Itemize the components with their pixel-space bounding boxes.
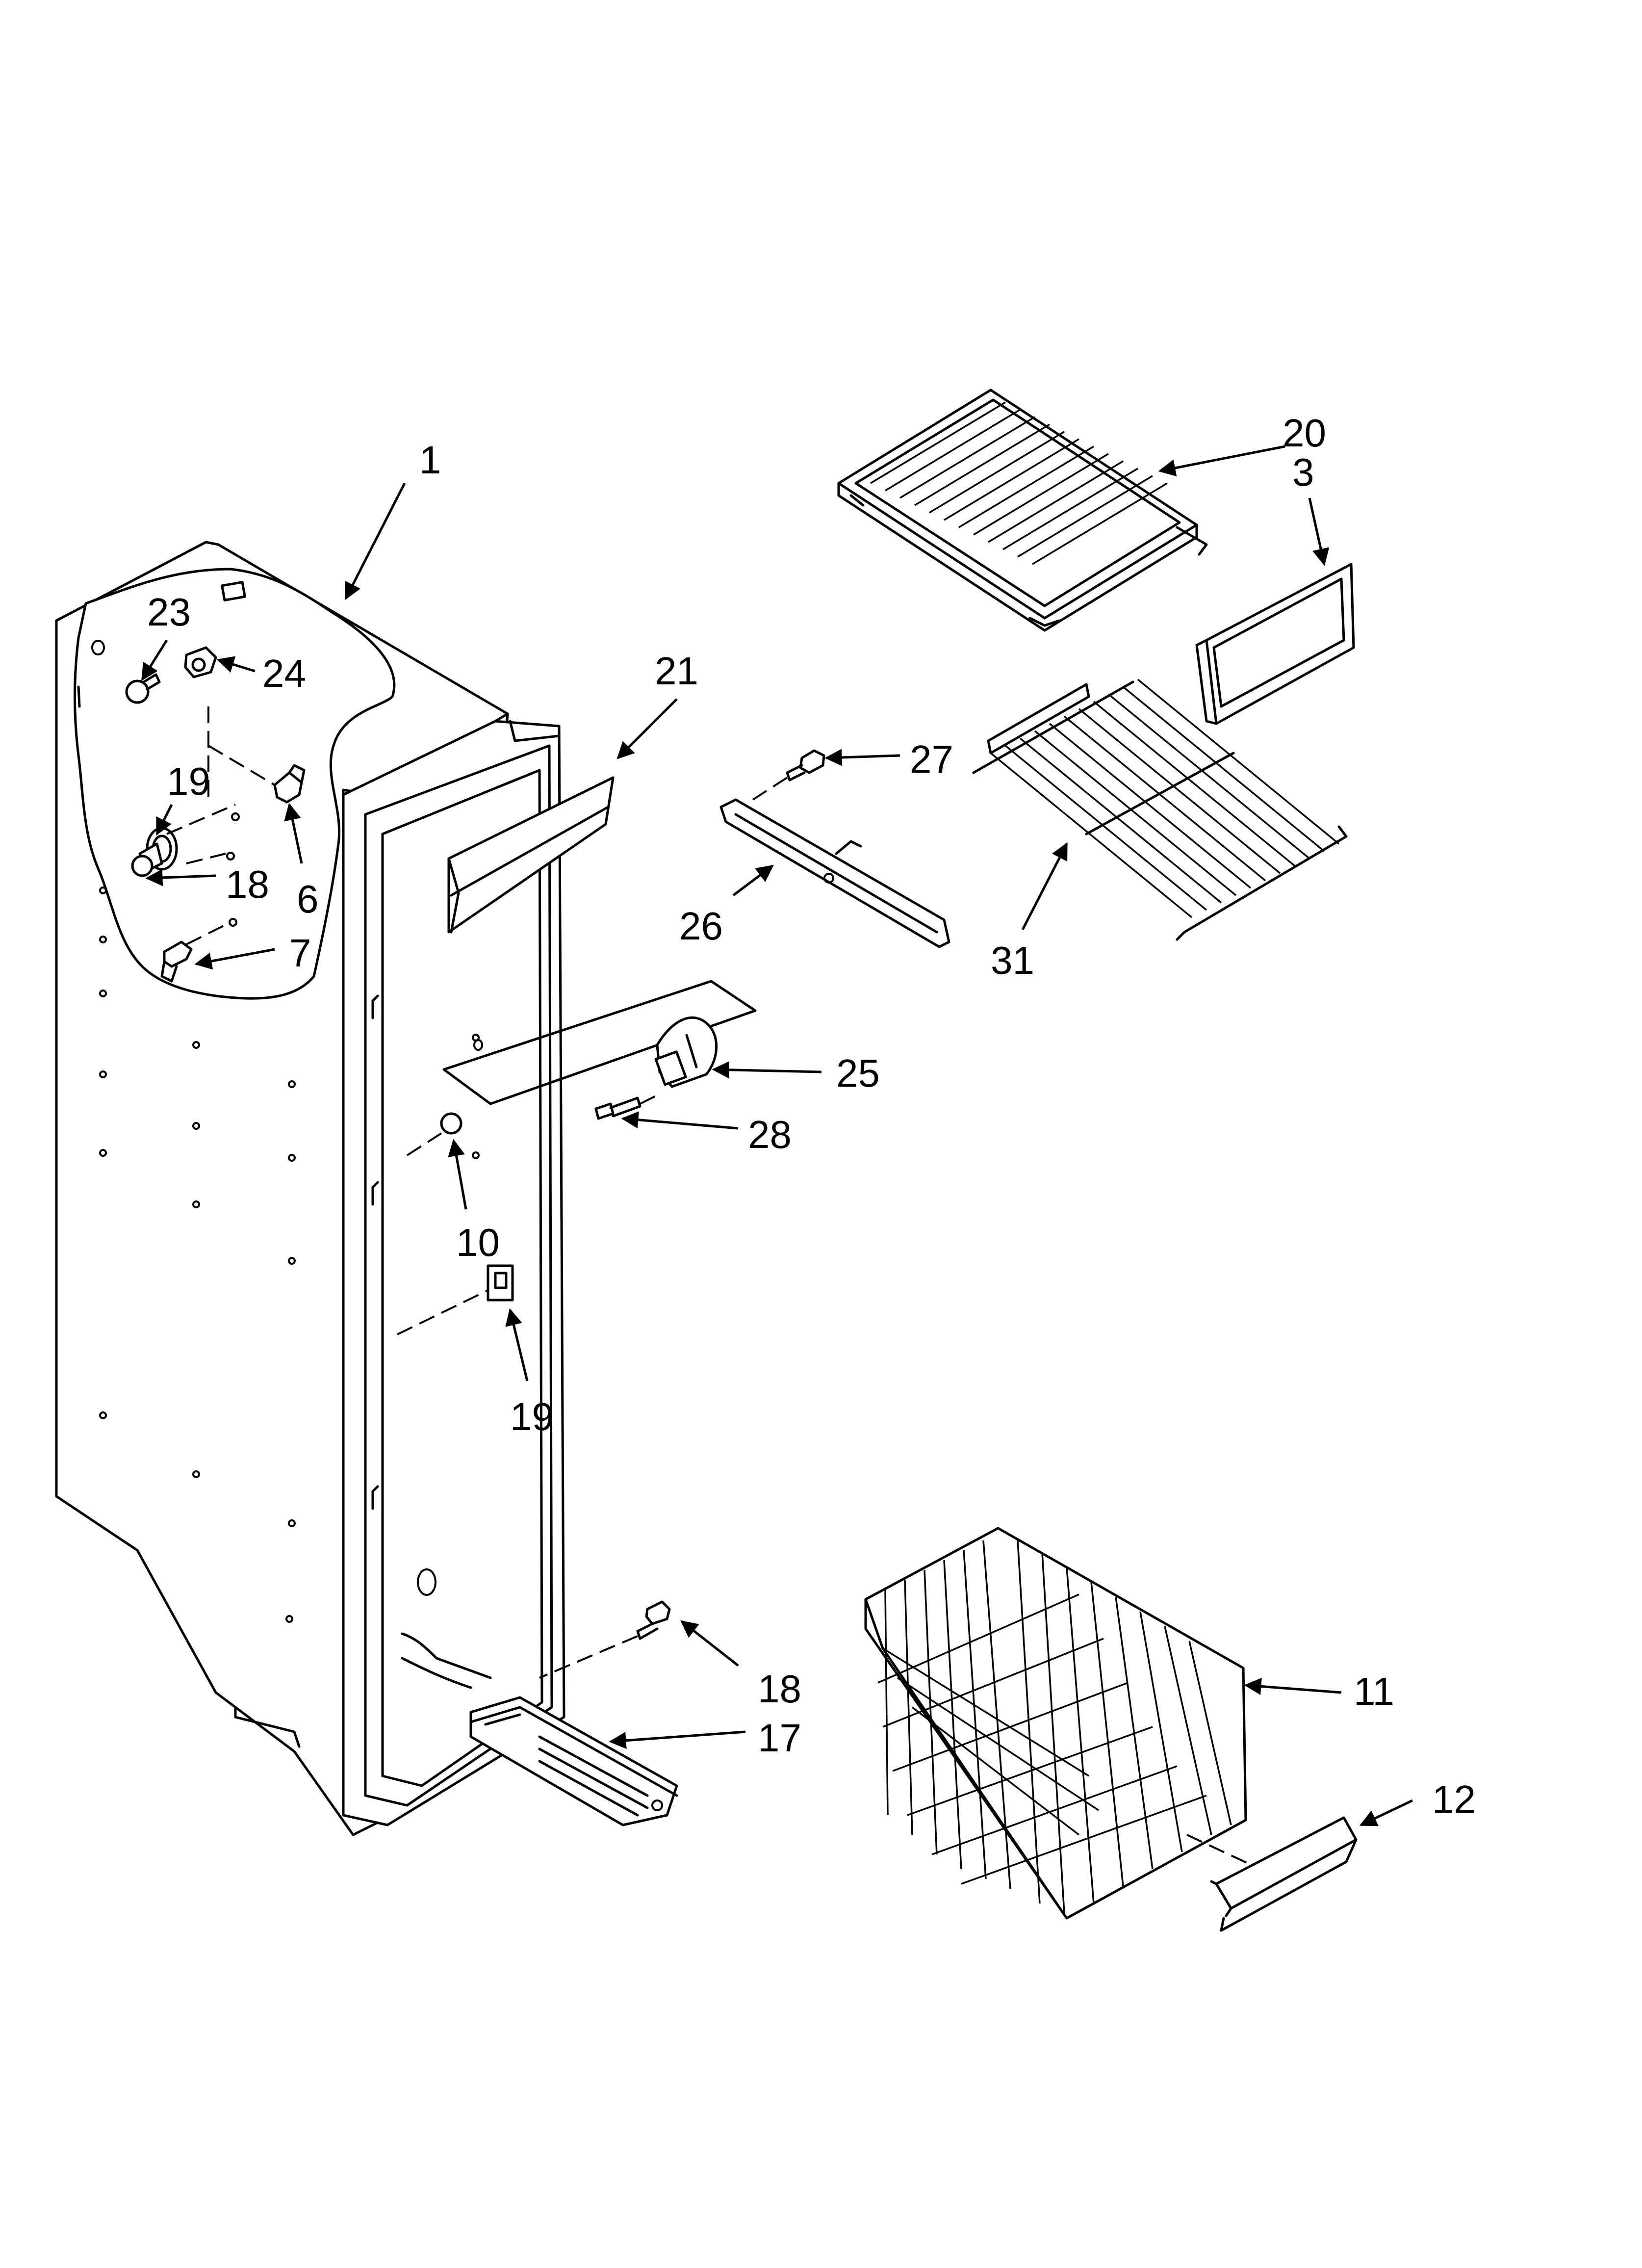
callout-29: 27 — [910, 737, 953, 781]
leader-lines — [141, 445, 1413, 1826]
callout-17: 17 — [758, 1716, 801, 1760]
part-24-diffuser — [447, 776, 615, 934]
callout-24: 21 — [655, 649, 698, 693]
part-27-thermostat — [442, 980, 757, 1105]
callout-6: 6 — [297, 877, 319, 921]
callout-21: 19 — [167, 759, 210, 803]
callout-30: 28 — [748, 1113, 792, 1156]
callout-3: 3 — [1292, 450, 1314, 494]
part-30-screw — [594, 1093, 660, 1120]
basket-wires — [877, 1540, 1232, 1914]
callout-10: 10 — [456, 1221, 500, 1264]
callout-7: 7 — [289, 931, 311, 975]
part-23-shelf — [837, 389, 1208, 632]
callout-11-visible: 11 — [1354, 1669, 1394, 1713]
callout-27: 25 — [836, 1051, 880, 1095]
callout-1: 1 — [419, 438, 441, 482]
callout-28: 26 — [679, 904, 723, 948]
part-3-trim — [1195, 563, 1355, 725]
callout-31: 31 — [991, 938, 1034, 982]
part-18-screw — [539, 1600, 671, 1679]
callout-25: 23 — [147, 590, 191, 634]
part-12-trim — [1210, 1816, 1358, 1932]
callout-20: 18 — [226, 862, 269, 906]
shelf-slats — [870, 401, 1168, 565]
callout-12-visible: 12 — [1432, 1777, 1476, 1821]
part-28-rail — [719, 798, 950, 948]
part-29-screw — [752, 749, 825, 801]
part-19-switch — [397, 1264, 514, 1335]
shelf-wires — [990, 678, 1340, 918]
callout-labels: 1 20 3 21 23 24 19 18 6 7 27 26 31 25 28… — [147, 411, 1326, 1760]
part-10-fastener — [406, 1112, 462, 1156]
part-11-basket — [864, 1527, 1261, 1920]
callout-labels-lower: 11 12 — [1354, 1669, 1476, 1821]
part-17-grille — [469, 1696, 678, 1826]
callout-18: 18 — [758, 1667, 801, 1711]
callout-23: 20 — [1283, 411, 1326, 455]
part-31-wire-shelf — [972, 678, 1348, 941]
callout-26: 24 — [262, 652, 306, 695]
callout-19: 19 — [510, 1395, 554, 1438]
